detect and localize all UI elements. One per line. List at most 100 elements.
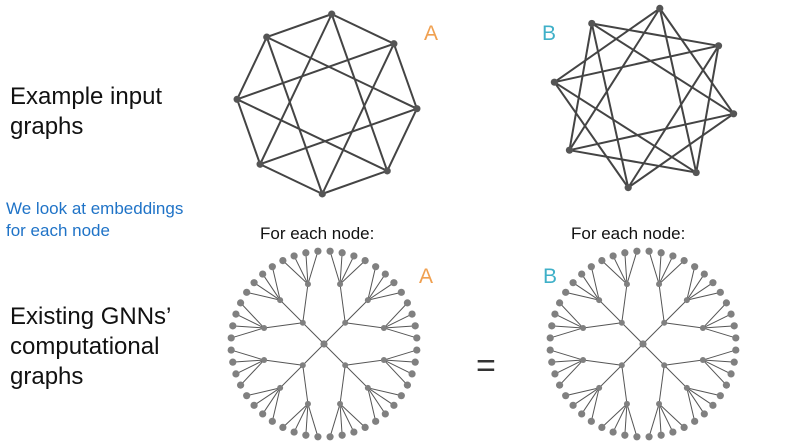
tree-edge [581, 273, 600, 301]
tree-edge [554, 313, 584, 329]
tree-node [372, 417, 380, 425]
tree-edge [702, 349, 736, 361]
tree-edge [302, 343, 325, 366]
tree-edge [664, 322, 703, 329]
tree-node [661, 319, 668, 326]
tree-edge [598, 299, 623, 324]
graph-edge [236, 98, 262, 165]
graph-edge [569, 149, 697, 174]
tree-edge [383, 359, 416, 363]
tree-node [338, 431, 346, 439]
tree-node [290, 252, 298, 260]
tree-node [691, 417, 699, 425]
graph-node [233, 95, 241, 103]
tree-edge [642, 343, 665, 366]
tree-node [268, 417, 276, 425]
tree-node [623, 281, 630, 288]
tree-edge [323, 322, 346, 345]
tree-edge [686, 282, 714, 301]
tree-edge [279, 299, 304, 324]
tree-node [551, 310, 559, 318]
tree-edge [686, 387, 705, 415]
tree-edge [554, 359, 584, 375]
tree-edge [232, 359, 265, 363]
tree-node [598, 423, 606, 432]
tree-node [657, 249, 665, 257]
tree-edge [293, 255, 309, 285]
tree-edge [302, 365, 309, 404]
tree-node [657, 431, 665, 439]
tree-edge [658, 284, 665, 323]
tree-node [361, 256, 369, 265]
tree-node [633, 247, 641, 255]
tree-node [279, 256, 287, 265]
tree-edge [264, 322, 303, 329]
graph-edge [330, 13, 389, 172]
tree-node [261, 324, 268, 331]
tree-edge [648, 403, 660, 437]
tree-edge [658, 403, 662, 436]
tree-node [596, 297, 603, 304]
tree-node [551, 370, 559, 378]
tree-edge [383, 302, 408, 329]
tree-node [337, 281, 344, 288]
tree-edge [367, 282, 395, 301]
tree-edge [240, 302, 265, 329]
tree-root [320, 340, 328, 348]
tree-edge [339, 365, 346, 404]
tree-edge [686, 273, 705, 301]
tree-edge [658, 403, 685, 428]
tree-root [639, 340, 647, 348]
tree-node [623, 400, 630, 407]
tree-edge [559, 359, 584, 386]
tree-edge [344, 364, 369, 389]
tree-edge [621, 343, 644, 366]
tree-node [411, 358, 419, 366]
tree-node [709, 401, 717, 409]
tree-node [618, 319, 625, 326]
tree-node [699, 357, 706, 364]
tree-node [727, 370, 735, 378]
tree-node [381, 410, 389, 418]
tree-node [380, 324, 387, 331]
graph-node [328, 10, 336, 18]
tree-node [229, 322, 237, 330]
input-graph-a [233, 10, 421, 198]
tree-edge [612, 255, 628, 285]
tree-node [578, 270, 586, 278]
tree-node [236, 299, 245, 307]
tree-edge [235, 313, 265, 329]
tree-node [314, 433, 322, 441]
tree-edge [601, 260, 628, 285]
tree-edge [339, 260, 366, 285]
tree-node [709, 279, 717, 287]
for-each-node-label-b: For each node: [571, 224, 686, 243]
tree-node [645, 247, 653, 255]
for-each-node-label-a: For each node: [260, 224, 375, 243]
tree-node [403, 381, 412, 389]
tree-node [546, 346, 554, 354]
tree-node [645, 433, 653, 441]
tree-node [259, 270, 267, 278]
tree-node [268, 263, 276, 271]
tree-edge [598, 364, 623, 389]
tree-edge [663, 299, 688, 324]
tree-edge [624, 252, 628, 285]
tree-node [326, 433, 334, 441]
tree-edge [702, 313, 732, 329]
tree-node [555, 299, 564, 307]
equals-sign: = [476, 347, 496, 385]
graph-node [730, 110, 738, 118]
tree-node [229, 358, 237, 366]
tree-node [680, 256, 688, 265]
tree-edge [590, 387, 600, 422]
tree-edge [271, 266, 281, 301]
tree-edge [344, 299, 369, 324]
tree-edge [621, 322, 644, 345]
tree-node [304, 400, 311, 407]
tree-node [337, 400, 344, 407]
tree-edge [253, 282, 281, 301]
graph-edge [259, 13, 333, 165]
tree-node [618, 362, 625, 369]
tree-node [364, 384, 371, 391]
